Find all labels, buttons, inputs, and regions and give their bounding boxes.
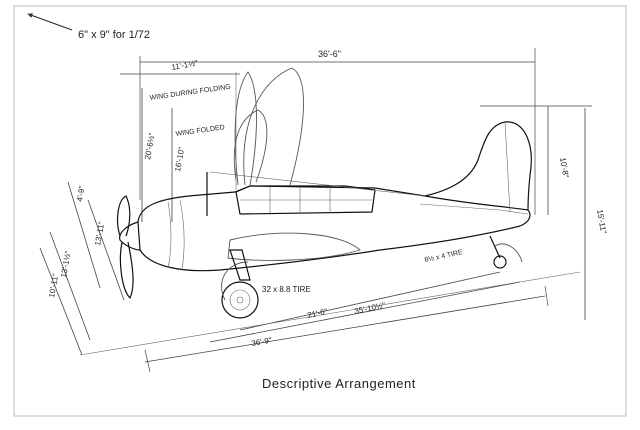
page-frame [13, 5, 627, 417]
caption-title: Descriptive Arrangement [262, 376, 416, 391]
dim-fold-height-b: 16'-10" [173, 146, 186, 172]
main-landing-gear [221, 249, 259, 319]
dim-line-ground-a [239, 271, 501, 331]
vertical-tail [424, 121, 532, 211]
spinner [119, 221, 141, 251]
tail-wheel [489, 235, 523, 269]
canopy [235, 185, 376, 215]
dim-fold-tip: 11'-1½" [171, 58, 199, 71]
dim-ground-21-6: 21'-6" [307, 307, 329, 320]
dim-tail-height: 10'-8" [558, 157, 570, 179]
fuselage [137, 185, 531, 272]
dim-height-right: 15'-11" [595, 209, 608, 235]
label-wing-during-folding: WING DURING FOLDING [149, 84, 231, 102]
dim-prop-13-11: 13'-11" [93, 221, 106, 247]
propeller [116, 195, 131, 237]
aircraft-side-view [116, 121, 532, 300]
scale-note: 6" x 9" for 1/72 [78, 29, 150, 41]
dim-line-ground-b [209, 281, 521, 343]
dim-ground-35-10: 35'-10½" [354, 301, 387, 316]
label-wing-folded: WING FOLDED [175, 124, 225, 138]
label-tail-tire: 8½ x 4 TIRE [424, 248, 464, 264]
dim-prop-4-9: 4'-9" [75, 185, 87, 202]
dim-fold-height-a: 20'-6½" [143, 132, 157, 160]
dim-ground-36-9: 36'-9" [251, 336, 273, 348]
dim-prop-10-11: 10'-11" [47, 273, 60, 299]
scale-arrow [27, 13, 73, 31]
label-main-tire: 32 x 8.8 TIRE [262, 285, 311, 294]
dim-line-ground-c [144, 295, 546, 363]
wing-folding-outlines [233, 67, 304, 190]
dim-overall-length: 36'-6" [318, 49, 341, 59]
dim-prop-13-1: 13'-1½" [59, 250, 73, 278]
